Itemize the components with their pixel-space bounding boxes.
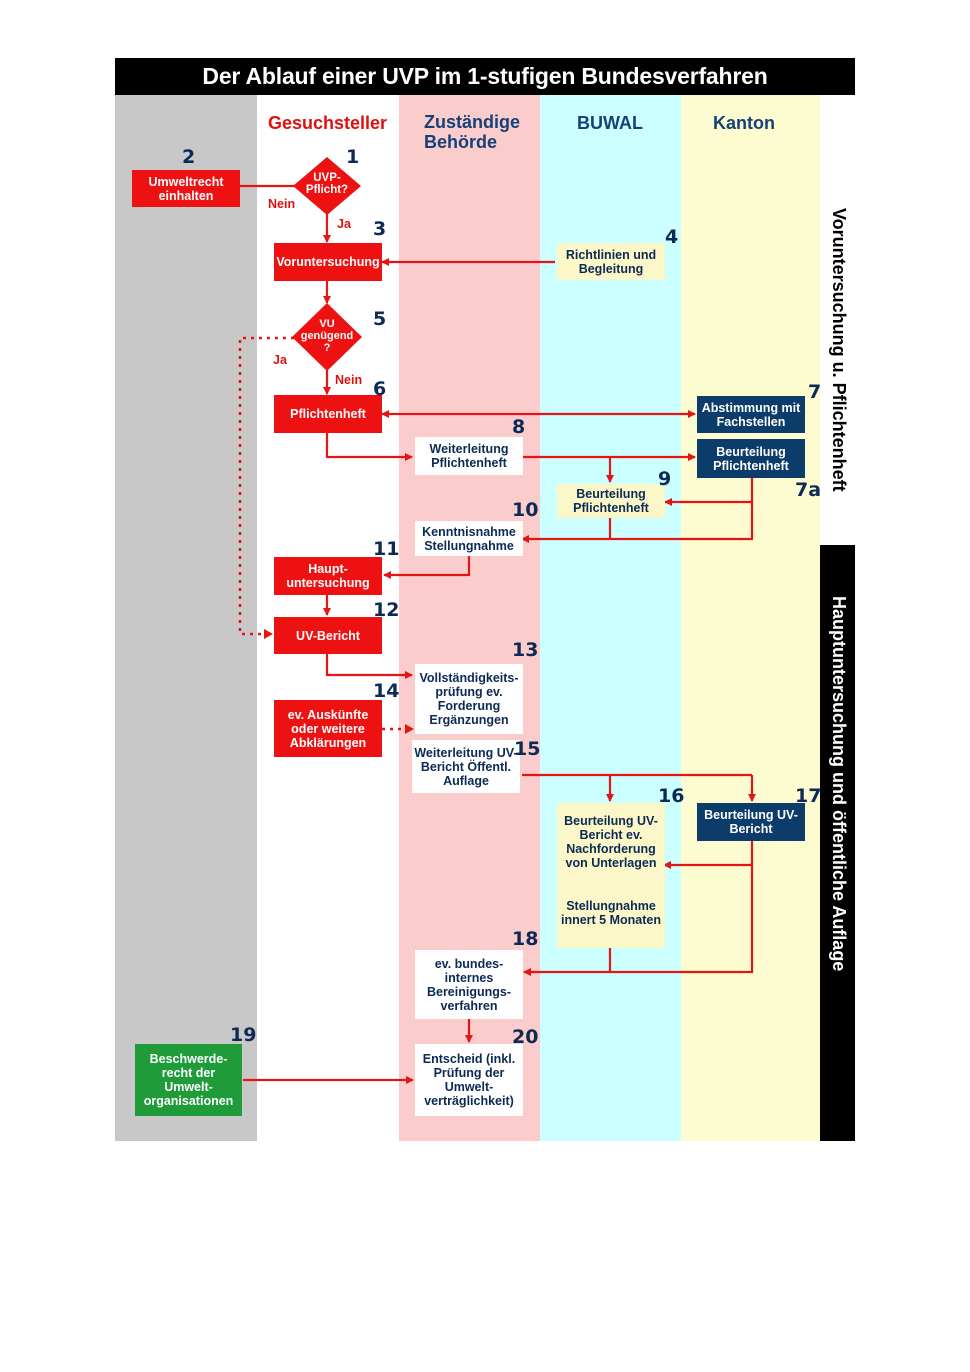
- step-number-9: 9: [658, 468, 672, 490]
- step-box-15: Weiterleitung UV-Bericht Öffentl. Auflag…: [412, 740, 520, 793]
- step-box-4: Richtlinien und Begleitung: [557, 243, 665, 280]
- step-number-7a: 7a: [795, 479, 822, 501]
- step-number-4: 4: [665, 226, 679, 248]
- step-box-7: Abstimmung mit Fachstellen: [697, 396, 805, 433]
- step-box-14: ev. Auskünfte oder weitere Abklärungen: [274, 700, 382, 757]
- step-box-9: Beurteilung Pflichtenheft: [557, 484, 665, 518]
- step-number-20: 20: [512, 1026, 539, 1048]
- step-box-3: Voruntersuchung: [274, 243, 382, 281]
- step-16-text: Beurteilung UV-Bericht ev. Nachforderung…: [564, 814, 658, 870]
- step-number-18: 18: [512, 928, 539, 950]
- step-number-6: 6: [373, 378, 387, 400]
- step-number-14: 14: [373, 680, 400, 702]
- label-ja-1: Ja: [337, 217, 351, 231]
- step-box-20: Entscheid (inkl. Prüfung der Umwelt-vert…: [415, 1044, 523, 1116]
- diagram-title: Der Ablauf einer UVP im 1-stufigen Bunde…: [115, 58, 855, 95]
- step-box-19: Beschwerde-recht der Umwelt-organisation…: [135, 1044, 242, 1116]
- step-number-12: 12: [373, 599, 400, 621]
- step-box-11: Haupt-untersuchung: [274, 557, 382, 595]
- step-number-7: 7: [808, 381, 822, 403]
- lane-kanton: [681, 95, 820, 1141]
- phase-label-voruntersuchung: Voruntersuchung u. Pflichtenheft: [829, 208, 849, 492]
- step-number-2: 2: [182, 146, 196, 168]
- step-number-15: 15: [514, 738, 541, 760]
- step-box-10: Kenntnisnahme Stellungnahme: [415, 521, 523, 556]
- label-nein-5: Nein: [335, 373, 363, 387]
- step-number-3: 3: [373, 218, 387, 240]
- label-ja-5: Ja: [273, 353, 287, 367]
- decision-diamond-uvp: [293, 157, 361, 215]
- step-number-8: 8: [512, 416, 526, 438]
- lane-left-grey: [115, 95, 257, 1141]
- step-box-7a: Beurteilung Pflichtenheft: [697, 439, 805, 478]
- step-box-13: Vollständigkeits-prüfung ev. Forderung E…: [415, 664, 523, 734]
- label-nein-1: Nein: [268, 197, 296, 211]
- step-box-18: ev. bundes-internes Bereinigungs-verfahr…: [415, 950, 523, 1019]
- step-number-1: 1: [346, 146, 360, 168]
- decision-diamond-vu: [292, 303, 362, 371]
- phase-bar-haupt: [820, 545, 855, 1141]
- decision-uvp-pflicht: UVP-Pflicht?: [305, 172, 349, 196]
- lane-header-buwal: BUWAL: [577, 113, 643, 133]
- step-box-12: UV-Bericht: [274, 617, 382, 654]
- step-box-6: Pflichtenheft: [274, 395, 382, 433]
- lane-header-gesuchsteller: Gesuchsteller: [268, 113, 388, 133]
- step-number-19: 19: [230, 1024, 257, 1046]
- step-number-11: 11: [373, 538, 400, 560]
- step-number-5: 5: [373, 308, 387, 330]
- step-box-17: Beurteilung UV-Bericht: [697, 803, 805, 841]
- step-box-8: Weiterleitung Pflichtenheft: [415, 437, 523, 475]
- step-16-text2: Stellungnahme innert 5 Monaten: [560, 899, 661, 927]
- step-number-16: 16: [658, 785, 685, 807]
- step-number-17: 17: [795, 785, 822, 807]
- step-number-10: 10: [512, 499, 539, 521]
- step-box-16: Beurteilung UV-Bericht ev. Nachforderung…: [557, 803, 665, 948]
- step-number-13: 13: [512, 639, 539, 661]
- step-box-2: Umweltrecht einhalten: [132, 170, 240, 207]
- lane-header-behoerde: Zuständige Behörde: [424, 112, 521, 152]
- phase-label-hauptuntersuchung: Hauptuntersuchung und öffentliche Auflag…: [829, 596, 849, 972]
- lane-header-kanton: Kanton: [713, 113, 775, 133]
- decision-vu-genuegend: VU genügend ?: [300, 318, 354, 354]
